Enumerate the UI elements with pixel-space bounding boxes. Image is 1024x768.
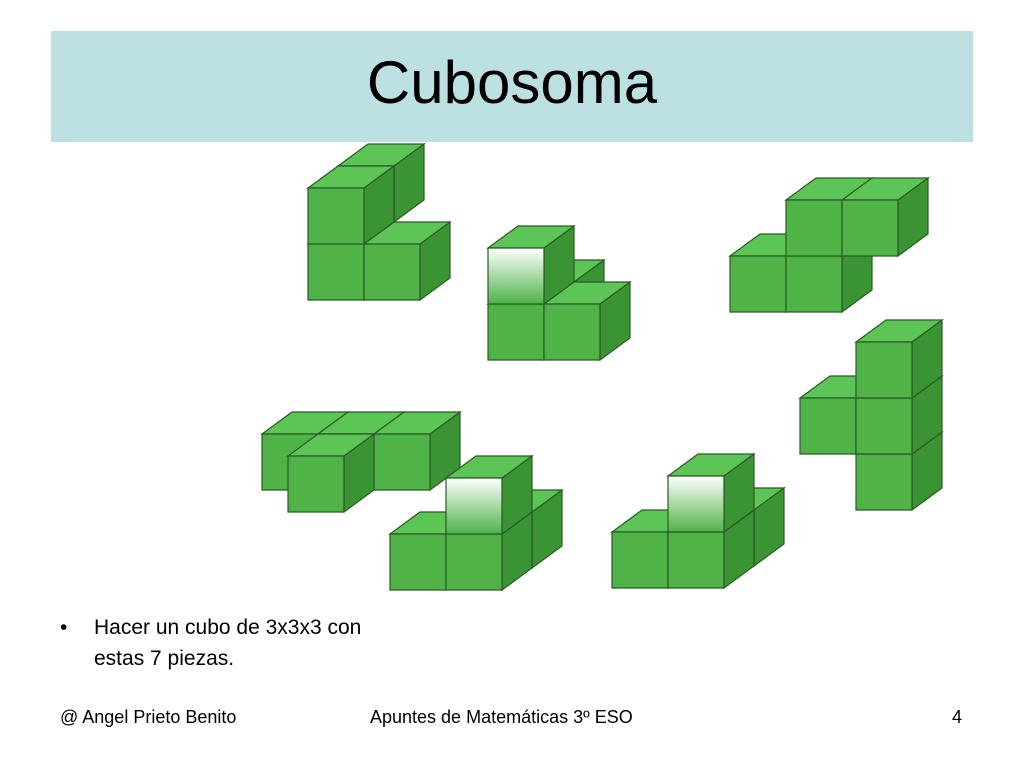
bullet-text: Hacer un cubo de 3x3x3 con estas 7 pieza… — [94, 616, 362, 670]
piece-flat-l — [260, 410, 462, 514]
cube-front-face — [363, 243, 421, 301]
slide-title: Cubosoma — [366, 48, 658, 116]
cube-front-face — [841, 199, 899, 257]
cube-front-face — [785, 199, 843, 257]
bullet-item: • Hacer un cubo de 3x3x3 con estas 7 pie… — [60, 612, 400, 674]
cube-front-face — [307, 187, 365, 245]
cube-front-face — [611, 531, 669, 589]
cube-front-face — [799, 397, 857, 455]
piece-l-front — [388, 454, 564, 592]
piece-t — [486, 224, 632, 362]
cube-front-face — [445, 477, 503, 535]
cube-front-face — [855, 341, 913, 399]
cube-front-face — [373, 433, 431, 491]
footer-page-number: 4 — [952, 707, 963, 727]
piece-corner — [610, 452, 786, 590]
cube-front-face — [445, 533, 503, 591]
cube-front-face — [855, 453, 913, 511]
cube-front-face — [487, 247, 545, 305]
piece-l-tall — [306, 142, 452, 302]
cube-front-face — [307, 243, 365, 301]
cube-front-face — [855, 397, 913, 455]
cube-front-face — [785, 255, 843, 313]
cube-front-face — [487, 303, 545, 361]
footer-course: Apuntes de Matemáticas 3º ESO — [370, 707, 633, 727]
cube-front-face — [287, 455, 345, 513]
cube-front-face — [389, 533, 447, 591]
cube-front-face — [667, 475, 725, 533]
cube-front-face — [667, 531, 725, 589]
piece-s — [728, 176, 930, 314]
cube-front-face — [543, 303, 601, 361]
title-band: Cubosoma — [51, 31, 973, 142]
cube-front-face — [729, 255, 787, 313]
piece-column — [798, 318, 944, 512]
bullet-symbol: • — [60, 616, 68, 639]
footer-author: @ Angel Prieto Benito — [60, 707, 237, 727]
